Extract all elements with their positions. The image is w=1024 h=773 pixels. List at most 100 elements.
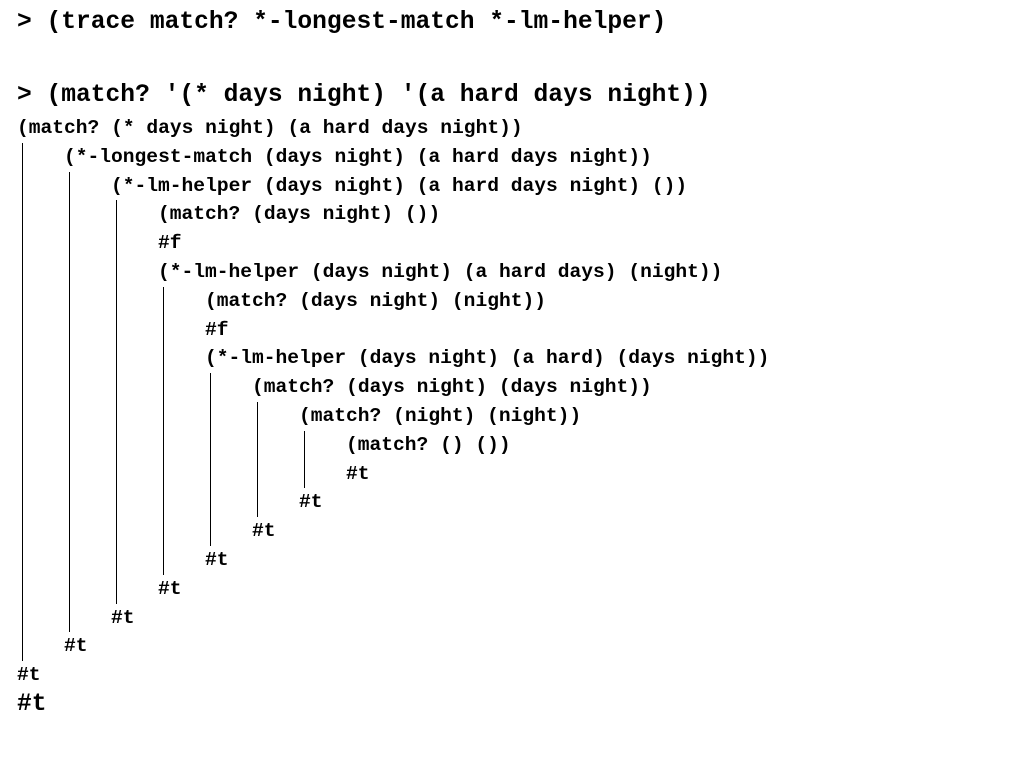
trace-text: #t [252, 520, 276, 543]
indent-bar [17, 574, 64, 604]
indent-bar [158, 545, 205, 575]
trace-line: #t [17, 661, 769, 690]
trace-line: (match? (days night) (days night)) [17, 373, 769, 402]
indent-bar [299, 430, 346, 460]
trace-line: #t [17, 603, 769, 633]
trace-text: #f [205, 318, 229, 341]
indent-bar [111, 315, 158, 345]
indent-bar [252, 459, 299, 489]
indent-bar [64, 373, 111, 402]
trace-text: #t [346, 462, 370, 485]
indent-bar [17, 200, 64, 229]
trace-line: #t [17, 632, 769, 661]
trace-line: (*-lm-helper (days night) (a hard) (days… [17, 344, 769, 373]
indent-bar [111, 200, 158, 229]
indent-bar [17, 315, 64, 345]
indent-bar [17, 545, 64, 575]
trace-line: #f [17, 315, 769, 345]
indent-bar [111, 459, 158, 489]
indent-bar [158, 488, 205, 517]
match-command-line: > (match? '(* days night) '(a hard days … [17, 82, 711, 109]
indent-bar [205, 430, 252, 460]
indent-bar [158, 430, 205, 460]
trace-text: (*-lm-helper (days night) (a hard) (days… [205, 347, 770, 370]
indent-bar [205, 401, 252, 431]
trace-text: #t [205, 548, 229, 571]
trace-text: (*-longest-match (days night) (a hard da… [64, 145, 652, 168]
indent-bar [17, 488, 64, 517]
indent-bar [64, 517, 111, 546]
indent-bar [252, 430, 299, 460]
indent-bar [64, 545, 111, 575]
trace-command-line: > (trace match? *-longest-match *-lm-hel… [17, 9, 667, 36]
indent-bar [158, 286, 205, 316]
indent-bar [17, 373, 64, 402]
trace-text: #t [158, 577, 182, 600]
indent-bar [64, 488, 111, 517]
trace-text: #t [299, 491, 323, 514]
trace-output: (match? (* days night) (a hard days nigh… [17, 114, 769, 690]
indent-bar [17, 344, 64, 373]
trace-text: (*-lm-helper (days night) (a hard days) … [158, 260, 723, 283]
indent-bar [64, 603, 111, 633]
indent-bar [111, 257, 158, 287]
trace-line: #t [17, 574, 769, 604]
trace-line: #t [17, 545, 769, 575]
trace-line: (match? (days night) ()) [17, 200, 769, 229]
indent-bar [111, 401, 158, 431]
trace-text: (match? (days night) (days night)) [252, 376, 652, 399]
trace-line: (match? (* days night) (a hard days nigh… [17, 114, 769, 143]
indent-bar [111, 545, 158, 575]
trace-text: (*-lm-helper (days night) (a hard days n… [111, 174, 688, 197]
trace-text: #t [111, 606, 135, 629]
indent-bar [111, 286, 158, 316]
indent-bar [299, 459, 346, 489]
trace-text: (match? (days night) ()) [158, 203, 441, 226]
trace-text: #t [64, 635, 88, 658]
trace-text: (match? (* days night) (a hard days nigh… [17, 117, 523, 139]
indent-bar [64, 200, 111, 229]
trace-text: #f [158, 232, 182, 255]
indent-bar [158, 344, 205, 373]
trace-line: (match? (days night) (night)) [17, 286, 769, 316]
indent-bar [158, 459, 205, 489]
indent-bar [64, 574, 111, 604]
indent-bar [17, 401, 64, 431]
indent-bar [17, 517, 64, 546]
trace-text: (match? (days night) (night)) [205, 289, 546, 312]
final-result: #t [17, 691, 47, 718]
indent-bar [17, 142, 64, 172]
trace-line: (match? (night) (night)) [17, 401, 769, 431]
indent-bar [17, 286, 64, 316]
indent-bar [64, 171, 111, 201]
indent-bar [17, 171, 64, 201]
trace-text: #t [17, 664, 41, 687]
trace-line: #t [17, 459, 769, 489]
indent-bar [158, 315, 205, 345]
indent-bar [111, 344, 158, 373]
indent-bar [17, 229, 64, 258]
indent-bar [64, 229, 111, 258]
indent-bar [158, 401, 205, 431]
indent-bar [64, 401, 111, 431]
trace-line: #t [17, 517, 769, 546]
indent-bar [252, 401, 299, 431]
trace-text: (match? () ()) [346, 433, 511, 456]
indent-bar [111, 517, 158, 546]
indent-bar [17, 603, 64, 633]
indent-bar [64, 344, 111, 373]
indent-bar [17, 459, 64, 489]
indent-bar [64, 430, 111, 460]
indent-bar [111, 574, 158, 604]
trace-text: (match? (night) (night)) [299, 404, 582, 427]
indent-bar [252, 488, 299, 517]
indent-bar [205, 517, 252, 546]
trace-line: (*-lm-helper (days night) (a hard days) … [17, 257, 769, 287]
indent-bar [205, 459, 252, 489]
trace-line: #f [17, 229, 769, 258]
indent-bar [64, 257, 111, 287]
indent-bar [111, 488, 158, 517]
indent-bar [111, 430, 158, 460]
trace-line: (*-longest-match (days night) (a hard da… [17, 142, 769, 172]
indent-bar [64, 315, 111, 345]
